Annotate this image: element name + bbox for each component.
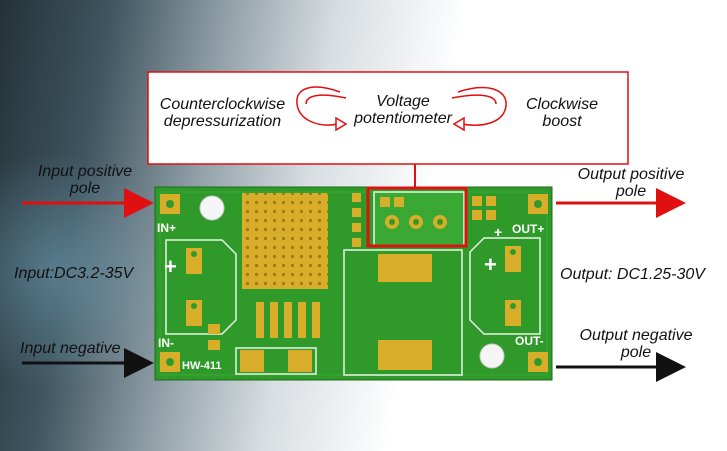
voltage-potentiometer-label: Voltage potentiometer	[343, 93, 463, 127]
clockwise-label-line2: boost	[542, 113, 582, 130]
out-plus-label: OUT+	[512, 222, 545, 236]
counterclockwise-label: Counterclockwise depressurization	[155, 96, 290, 130]
output-positive-line1: Output positive	[577, 166, 685, 183]
output-negative-line1: Output negative	[579, 327, 693, 344]
pcb-board	[154, 186, 553, 381]
output-pad-plus-symbol: +	[494, 224, 503, 240]
input-negative-label: Input negative	[20, 340, 121, 357]
ic-pins	[256, 302, 320, 338]
output-cap-plus-symbol: +	[484, 252, 497, 277]
clockwise-arrow-icon	[451, 86, 507, 132]
input-range-label: Input:DC3.2-35V	[14, 265, 134, 282]
voltage-potentiometer-line2: potentiometer	[354, 110, 452, 127]
counterclockwise-label-line1: Counterclockwise	[159, 96, 286, 113]
clockwise-label-line1: Clockwise	[525, 96, 598, 113]
clockwise-label: Clockwise boost	[512, 96, 612, 130]
bottom-capacitor	[235, 347, 317, 375]
potentiometer-highlight	[366, 186, 468, 248]
in-minus-label: IN-	[158, 336, 174, 350]
diode-outline	[343, 249, 463, 376]
mounting-hole-bottom-right	[479, 343, 505, 369]
output-range-label: Output: DC1.25-30V	[560, 266, 705, 283]
output-capacitor-outline	[469, 237, 541, 335]
voltage-potentiometer-line1: Voltage	[376, 93, 430, 110]
input-positive-line2: pole	[69, 180, 101, 197]
small-components	[208, 193, 496, 350]
output-negative-label: Output negative pole	[556, 327, 716, 361]
input-positive-label: Input positive pole	[20, 163, 150, 197]
in-plus-label: IN+	[157, 221, 177, 235]
input-capacitor-outline	[165, 239, 237, 335]
out-minus-label: OUT-	[515, 334, 544, 348]
counterclockwise-arrow-icon	[296, 86, 348, 132]
output-negative-line2: pole	[620, 344, 652, 361]
counterclockwise-label-line2: depressurization	[163, 113, 282, 130]
potentiometer-callout-box	[147, 71, 629, 165]
mounting-hole-top-left	[199, 195, 225, 221]
output-positive-label: Output positive pole	[556, 166, 706, 200]
output-positive-line2: pole	[615, 183, 647, 200]
input-positive-line1: Input positive	[37, 163, 133, 180]
input-cap-plus-symbol: +	[164, 254, 177, 279]
model-label: HW-411	[182, 360, 222, 372]
